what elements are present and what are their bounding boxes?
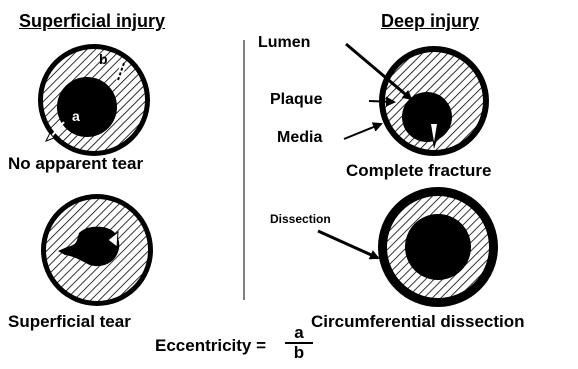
- caption-complete-fracture: Complete fracture: [346, 162, 491, 179]
- label-plaque: Plaque: [270, 92, 322, 108]
- dimension-a-label: a: [72, 109, 80, 123]
- caption-superficial-tear: Superficial tear: [8, 313, 131, 330]
- caption-no-apparent-tear: No apparent tear: [8, 155, 143, 172]
- vessel-lumen: [405, 214, 471, 280]
- eccentricity-formula-lhs: Eccentricity =: [155, 337, 266, 354]
- header-superficial-injury: Superficial injury: [19, 12, 165, 30]
- label-media: Media: [277, 130, 322, 146]
- plaque-pointer-arrow: [369, 101, 394, 102]
- fraction-denominator: b: [279, 344, 319, 362]
- label-lumen: Lumen: [258, 35, 310, 51]
- vessel-complete-fracture: [379, 46, 489, 156]
- vessel-no-apparent-tear: [38, 44, 150, 156]
- dimension-b-label: b: [99, 52, 108, 66]
- caption-circumferential-dissection: Circumferential dissection: [311, 313, 525, 330]
- fraction-numerator: a: [279, 324, 319, 342]
- eccentricity-fraction: a b: [279, 324, 319, 362]
- dissection-pointer-arrow: [318, 231, 378, 258]
- media-pointer-arrow: [344, 124, 381, 139]
- vessel-circumferential-dissection: [378, 187, 498, 307]
- vessel-superficial-tear: [41, 194, 153, 306]
- vessel-lumen: [57, 77, 117, 137]
- label-dissection: Dissection: [270, 213, 331, 225]
- header-deep-injury: Deep injury: [381, 12, 479, 30]
